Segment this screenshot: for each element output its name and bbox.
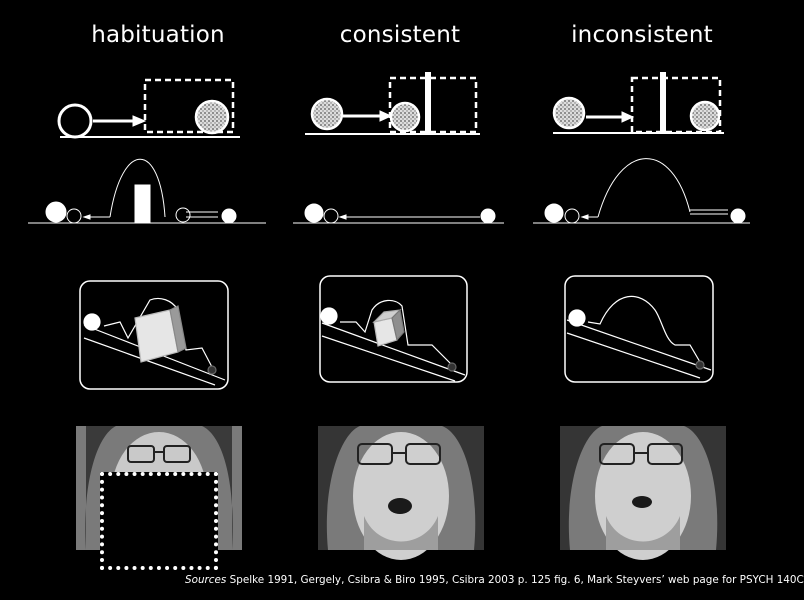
title-habituation: habituation <box>91 22 225 48</box>
row2-inconsistent <box>533 158 750 224</box>
row3-consistent <box>319 275 468 383</box>
row3-habituation <box>79 280 229 390</box>
row1-consistent-sketch <box>305 72 480 135</box>
illustrations <box>28 72 750 390</box>
row2-habituation <box>28 158 266 224</box>
title-consistent: consistent <box>339 22 461 48</box>
occluder-box <box>100 472 218 570</box>
title-inconsistent: inconsistent <box>571 22 713 48</box>
face-photo-consistent <box>318 426 484 560</box>
row1-inconsistent-sketch <box>552 72 724 134</box>
sources-lead: Sources <box>185 574 227 586</box>
sources-text: Spelke 1991, Gergely, Csibra & Biro 1995… <box>226 574 804 586</box>
row2-consistent <box>293 203 504 224</box>
row3-inconsistent <box>564 275 714 383</box>
face-photo-inconsistent <box>560 426 726 560</box>
sources-citation: Sources Spelke 1991, Gergely, Csibra & B… <box>185 574 804 586</box>
row1-habituation-sketch <box>57 78 240 139</box>
